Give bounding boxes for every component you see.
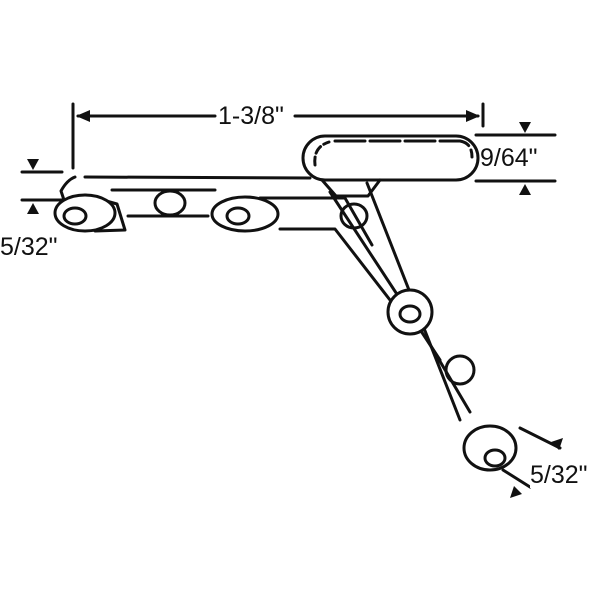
pad-height-label: 9/64" [480,144,538,172]
overall-length-dimension [71,102,485,170]
pad [301,134,480,198]
overall-length-label: 1-3/8" [218,102,284,130]
right-thickness-dimension [501,426,563,498]
diagonal-arm [328,181,518,472]
right-thickness-label: 5/32" [530,461,588,489]
pad-height-dimension [474,122,557,195]
left-thickness-dimension [20,159,64,214]
left-thickness-label: 5/32" [0,233,58,261]
